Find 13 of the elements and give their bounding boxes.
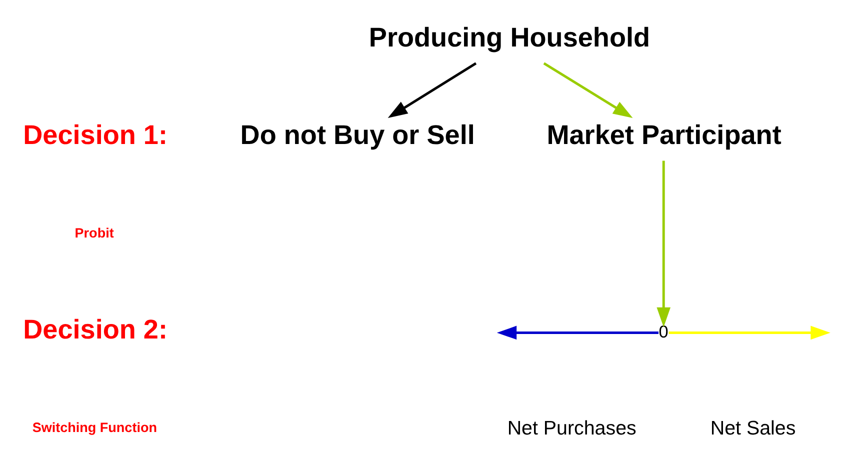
node-text: Do not Buy or Sell: [240, 118, 475, 150]
label: Switching Function: [32, 420, 157, 436]
node-text: 0: [658, 321, 668, 342]
label: Decision 2:: [23, 313, 168, 344]
label: Decision 1:: [23, 118, 168, 150]
arrow: [543, 62, 633, 118]
label: Net Purchases: [507, 418, 636, 440]
label: Net Sales: [710, 418, 796, 440]
arrow: [388, 62, 477, 118]
node-text: Producing Household: [368, 22, 650, 53]
label: Probit: [74, 226, 114, 241]
node-text: Market Participant: [546, 118, 782, 150]
arrow: [656, 160, 671, 328]
